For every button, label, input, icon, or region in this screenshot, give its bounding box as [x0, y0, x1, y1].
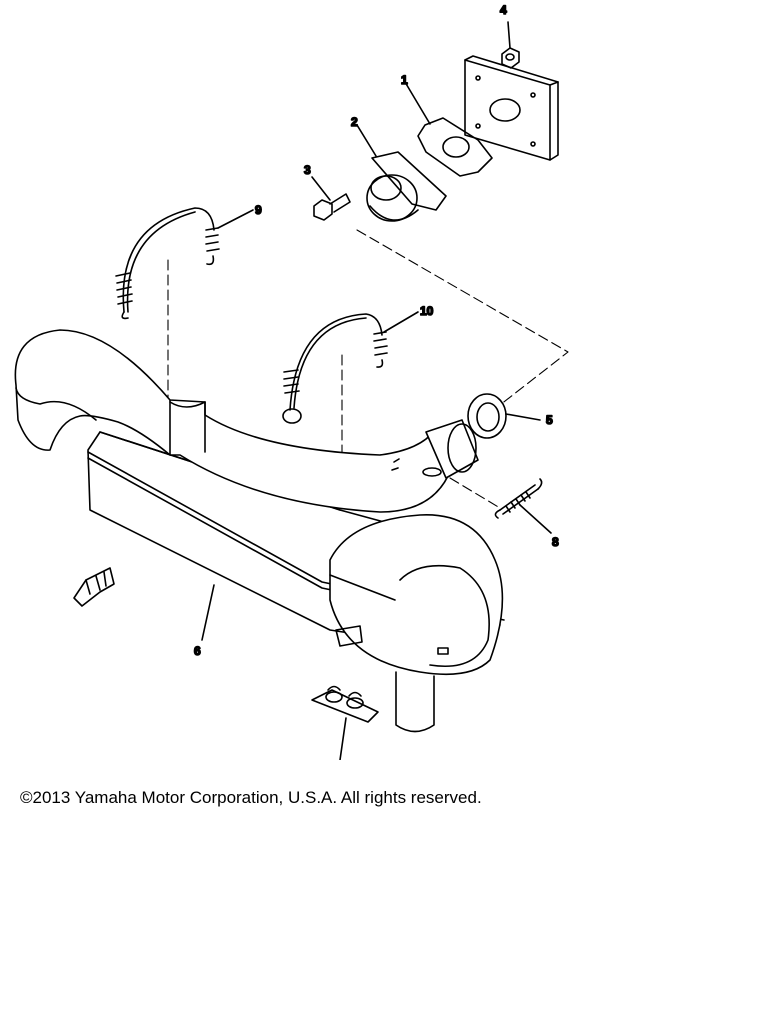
part-mounting-plate — [465, 56, 558, 160]
part-spring-8 — [495, 479, 551, 533]
part-muffler — [88, 432, 504, 732]
leader-6 — [202, 585, 214, 640]
part-gasket — [405, 82, 492, 176]
part-label-8: 8 — [552, 535, 559, 549]
part-label-6: 6 — [194, 644, 201, 658]
part-ring-gasket — [468, 394, 540, 438]
part-nut — [502, 22, 519, 68]
part-label-1: 1 — [401, 73, 408, 87]
part-label-10: 10 — [420, 304, 434, 318]
part-label-5: 5 — [546, 413, 553, 427]
part-spring-9 — [116, 208, 253, 318]
part-exhaust-joint — [357, 125, 446, 221]
part-label-3: 3 — [304, 163, 311, 177]
part-spring-10 — [283, 312, 418, 423]
part-label-2: 2 — [351, 115, 358, 129]
part-label-9: 9 — [255, 203, 262, 217]
part-exhaust-pipe — [15, 330, 478, 512]
part-bolt — [312, 177, 350, 220]
part-bracket — [312, 687, 378, 761]
part-label-4: 4 — [500, 3, 507, 17]
copyright-notice: ©2013 Yamaha Motor Corporation, U.S.A. A… — [20, 788, 482, 807]
part-clip — [74, 568, 114, 606]
exhaust-parts-diagram: 4 1 2 3 9 10 5 8 6 7 — [0, 2, 768, 761]
